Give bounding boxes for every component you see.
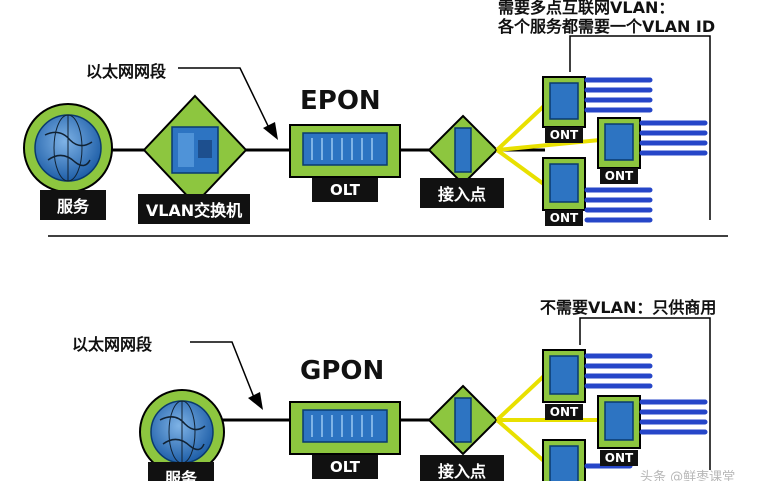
service-label: 服务 [148,462,214,481]
olt-icon [289,124,401,178]
epon-title: EPON [300,86,381,116]
olt-label: OLT [312,178,378,202]
fiber-lines [495,373,600,464]
cable-lines [584,77,653,113]
gpon-title: GPON [300,356,385,386]
vlan-bracket [569,35,711,220]
olt-icon [289,401,401,455]
cable-lines [584,353,653,389]
ont-icon [542,157,586,211]
vlan-note-line1: 需要多点互联网VLAN： [498,0,675,17]
ont-label: ONT [600,168,638,184]
access-point-label: 接入点 [420,178,504,208]
access-point-icon [427,384,499,456]
access-point-label: 接入点 [420,455,504,481]
ont-label: ONT [600,450,638,466]
ont-icon [542,349,586,403]
vlan-switch-label: VLAN交换机 [138,194,250,224]
gpon-section [139,317,711,481]
ont-icon [542,76,586,128]
olt-label: OLT [312,455,378,479]
ethernet-callout-line [190,341,256,401]
ethernet-segment-label: 以太网网段 [72,335,153,354]
cable-lines [639,399,708,435]
service-globe-icon [23,103,113,193]
service-label: 服务 [40,190,106,220]
callout-arrow-icon [248,392,263,410]
ethernet-segment-label: 以太网网段 [86,62,167,81]
watermark: 头条 @鲜枣课堂 [640,470,736,481]
cable-lines [639,120,708,156]
access-point-icon [427,114,499,186]
ont-icon [597,395,641,449]
no-vlan-note: 不需要VLAN：只供商用 [540,298,717,317]
ethernet-callout-line [178,67,271,131]
ont-label: ONT [545,210,583,226]
ont-label: ONT [545,127,583,143]
cable-lines [584,187,653,223]
vlan-switch-icon [142,94,248,206]
ont-icon [597,117,641,169]
ont-label: ONT [545,404,583,420]
callout-arrow-icon [263,122,278,140]
ont-icon [542,439,586,481]
service-globe-icon [139,389,225,475]
commercial-bracket [579,317,711,470]
vlan-note-line2: 各个服务都需要一个VLAN ID [498,17,716,36]
epon-section [23,35,711,223]
